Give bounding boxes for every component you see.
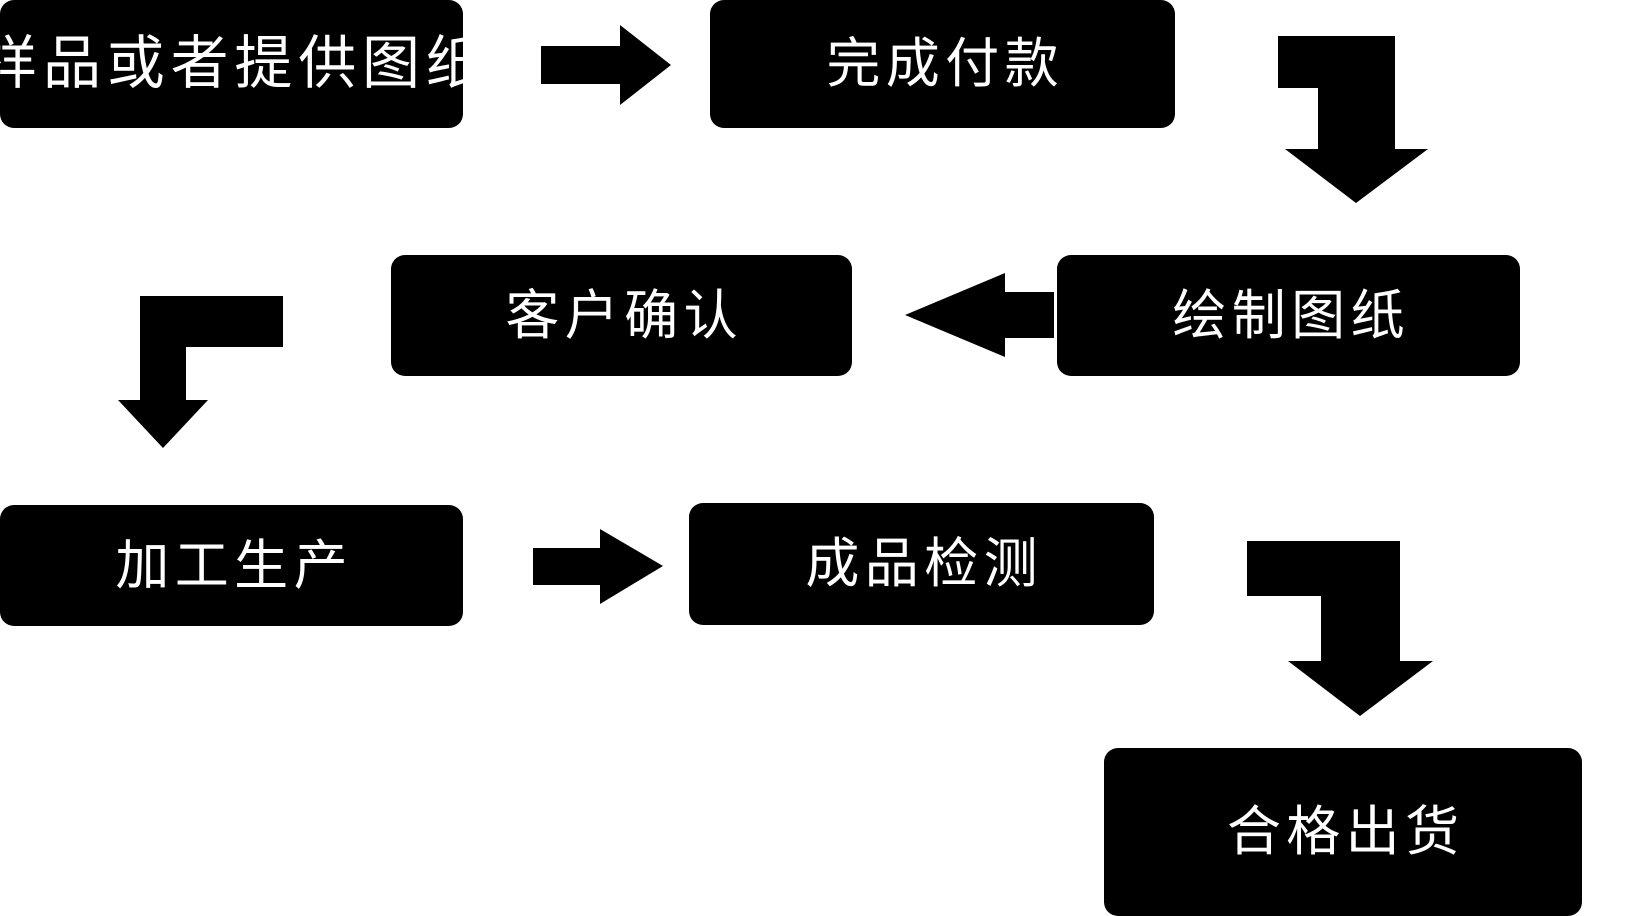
arrow-production-to-inspection-icon [533,529,663,604]
arrow-blueprint-to-confirm-icon [905,273,1054,357]
node-production-label: 加工生产 [115,535,353,596]
node-production[interactable]: 加工生产 [0,505,463,626]
node-sample-drawing-label: 样品或者提供图纸 [0,31,490,96]
arrow-payment-to-blueprint-icon [1278,36,1428,203]
node-draw-blueprint-label: 绘制图纸 [1172,285,1410,346]
node-final-inspection[interactable]: 成品检测 [689,503,1154,625]
node-complete-payment[interactable]: 完成付款 [710,0,1175,128]
node-customer-confirm-label: 客户确认 [505,285,743,346]
node-draw-blueprint[interactable]: 绘制图纸 [1057,255,1520,376]
node-qualified-shipment[interactable]: 合格出货 [1104,748,1582,916]
node-final-inspection-label: 成品检测 [805,534,1043,594]
node-complete-payment-label: 完成付款 [826,34,1064,94]
node-customer-confirm[interactable]: 客户确认 [391,255,852,376]
arrow-confirm-to-production-icon [118,296,283,448]
arrow-inspection-to-shipment-icon [1247,541,1433,716]
arrow-sample-to-payment-icon [541,25,671,105]
node-qualified-shipment-label: 合格出货 [1226,802,1465,862]
node-sample-drawing[interactable]: 样品或者提供图纸 [0,0,484,128]
